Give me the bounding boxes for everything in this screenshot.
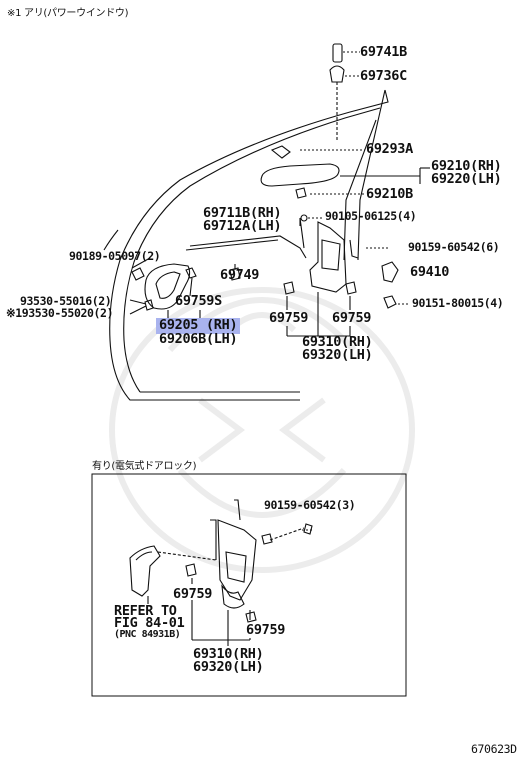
part-90151: 90151-80015(4) xyxy=(412,296,504,310)
part-90105: 90105-06125(4) xyxy=(325,209,417,223)
inset-part-69320-lh: 69320(LH) xyxy=(193,659,264,675)
part-69205-rh-highlighted[interactable]: 69205 (RH) xyxy=(156,318,241,334)
part-69410: 69410 xyxy=(410,264,450,280)
lock-cylinder-parts xyxy=(329,43,360,140)
part-93530-a: 93530-55016(2) xyxy=(20,294,112,308)
part-90159-top: 90159-60542(6) xyxy=(408,240,500,254)
part-69310-rh: 69310(RH) xyxy=(302,334,373,350)
leader-lines xyxy=(129,167,430,337)
part-69736C: 69736C xyxy=(360,68,407,84)
inset-part-69759-b: 69759 xyxy=(246,622,286,638)
outside-handle xyxy=(260,145,420,199)
refer-line-2: FIG 84-01 xyxy=(114,615,185,631)
door-rods xyxy=(185,217,307,259)
part-69759-b: 69759 xyxy=(332,310,372,326)
inset-part-69759-a: 69759 xyxy=(173,586,213,602)
part-69320-lh: 69320(LH) xyxy=(302,347,373,363)
part-69206B-lh: 69206B(LH) xyxy=(159,331,238,347)
inside-handle xyxy=(131,263,357,311)
part-69741B: 69741B xyxy=(360,44,407,60)
part-90189: 90189-05097(2) xyxy=(69,249,161,263)
part-69759S: 69759S xyxy=(175,293,222,309)
door-lock-assembly xyxy=(300,214,410,309)
part-69293A: 69293A xyxy=(366,141,413,157)
refer-line-3: (PNC 84931B) xyxy=(114,629,181,640)
inset-frame xyxy=(91,473,407,697)
part-93530-b: ※193530-55020(2) xyxy=(6,306,114,320)
header-note: ※1 アリ(パワーウインドウ) xyxy=(7,8,129,19)
figure-id: 670623D xyxy=(471,742,517,756)
inset-note: 有り(電気式ドアロック) xyxy=(92,461,197,472)
inset-part-90159: 90159-60542(3) xyxy=(264,498,356,512)
part-69210B: 69210B xyxy=(366,186,413,202)
part-69210-rh: 69210(RH) xyxy=(431,158,502,174)
part-69749: 69749 xyxy=(220,267,260,283)
part-69712A-lh: 69712A(LH) xyxy=(203,218,282,234)
part-69711B-rh: 69711B(RH) xyxy=(203,205,282,221)
door-outline xyxy=(103,89,389,401)
inset-lock-assembly xyxy=(129,499,313,646)
part-69759-a: 69759 xyxy=(269,310,309,326)
inset-part-69310-rh: 69310(RH) xyxy=(193,646,264,662)
part-69220-lh: 69220(LH) xyxy=(431,171,502,187)
refer-line-1: REFER TO xyxy=(114,603,177,619)
